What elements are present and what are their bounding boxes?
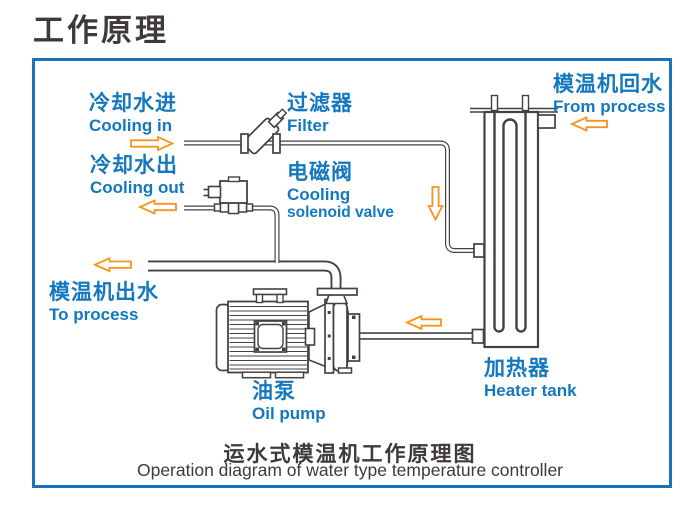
pump-foot: [337, 367, 353, 374]
element-terminal: [490, 94, 499, 112]
flow-arrow-to-process-icon: [92, 256, 132, 273]
tank-cooling-inlet-flange: [473, 243, 485, 258]
filter-label-en: Filter: [287, 115, 329, 135]
heater-tank-label-en: Heater tank: [484, 380, 577, 400]
cooling-in-pipe: [184, 140, 474, 253]
heater-tank-label-zh: 加热器: [484, 357, 550, 380]
pump-discharge-flange: [316, 287, 358, 296]
tank-return-port: [537, 114, 556, 129]
caption-zh: 运水式模温机工作原理图: [223, 443, 477, 466]
flow-arrow-cooling-in-icon: [130, 135, 175, 152]
oil-pump-icon: [215, 287, 361, 379]
solenoid-valve-label-en2: solenoid valve: [287, 203, 394, 221]
cooling-out-label-zh: 冷却水出: [90, 154, 178, 177]
cooling-in-label: 冷却水进 Cooling in: [89, 92, 177, 135]
tank-body: [483, 110, 540, 349]
pump-discharge-cone: [324, 293, 349, 305]
flow-arrow-suction-icon: [404, 314, 442, 331]
motor-lifting-lug: [252, 288, 288, 296]
diagram-frame: [32, 58, 672, 488]
oil-pump-label: 油泵 Oil pump: [252, 380, 326, 423]
heating-element-icon: [493, 97, 527, 333]
solenoid-coil: [219, 180, 248, 204]
oil-pump-label-en: Oil pump: [252, 403, 326, 423]
flow-arrow-cooling-out-icon: [137, 199, 177, 215]
filter-icon: [240, 108, 288, 155]
cooling-out-label-en: Cooling out: [90, 177, 185, 197]
filter-label: 过滤器 Filter: [287, 92, 353, 135]
discharge-pipe: [148, 260, 342, 290]
oil-pump-label-zh: 油泵: [252, 380, 296, 403]
pump-volute: [332, 301, 348, 372]
pump-suction-flange: [347, 313, 361, 362]
heater-tank-icon: [470, 94, 558, 349]
to-process-label-en: To process: [49, 304, 139, 324]
solenoid-valve-label: 电磁阀 Cooling solenoid valve: [287, 161, 394, 221]
flow-arrow-down-icon: [427, 186, 444, 222]
to-process-label: 模温机出水 To process: [49, 281, 159, 324]
cooling-in-label-zh: 冷却水进: [89, 92, 177, 115]
from-process-label: 模温机回水 From process: [553, 73, 665, 116]
pump-shaft: [304, 327, 316, 346]
motor-foot: [241, 371, 272, 379]
solenoid-valve-label-zh: 电磁阀: [287, 161, 353, 184]
caption-en: Operation diagram of water type temperat…: [136, 460, 564, 480]
cooling-out-label: 冷却水出 Cooling out: [90, 154, 184, 197]
to-process-label-zh: 模温机出水: [49, 281, 159, 304]
element-terminal: [521, 94, 530, 112]
heater-tank-label: 加热器 Heater tank: [484, 357, 577, 400]
filter-label-zh: 过滤器: [287, 92, 353, 115]
cooling-out-pipe: [184, 205, 280, 263]
flow-arrow-from-process-icon: [569, 116, 608, 132]
motor-foot: [274, 371, 305, 379]
tank-suction-flange: [471, 328, 485, 344]
from-process-label-en: From process: [553, 96, 666, 116]
solenoid-valve-icon: [203, 176, 254, 215]
cooling-in-label-en: Cooling in: [89, 115, 173, 135]
page-title: 工作原理: [33, 13, 169, 48]
solenoid-connector: [207, 185, 222, 199]
solenoid-valve-label-en1: Cooling: [287, 184, 351, 204]
from-process-label-zh: 模温机回水: [553, 73, 663, 96]
